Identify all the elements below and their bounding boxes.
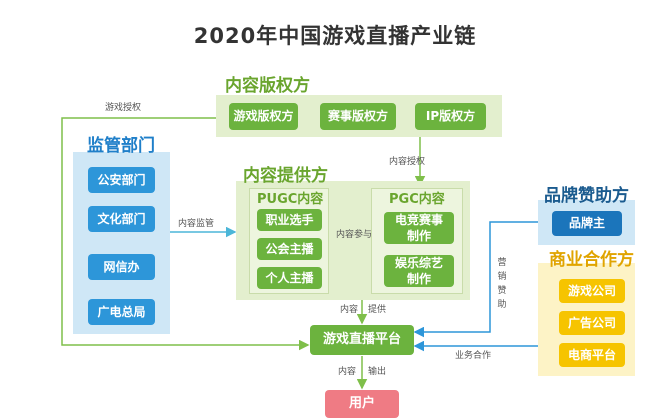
partner-item-ad: 广告公司 [559,311,625,335]
pgc-item-variety: 娱乐综艺 制作 [384,255,454,287]
partner-item-ecommerce: 电商平台 [559,343,625,367]
pugc-item-guild: 公会主播 [257,238,322,260]
providers-heading: 内容提供方 [243,166,328,186]
edge-label-marketing: 营销赞助 [497,258,507,310]
edge-label-provide-a: 内容 [340,305,359,315]
platform-box: 游戏直播平台 [310,325,414,355]
edge-label-business: 业务合作 [455,351,492,361]
edge-label-game-license: 游戏授权 [105,103,142,113]
copyright-item-event: 赛事版权方 [320,103,396,130]
regulator-item-police: 公安部门 [88,167,155,193]
pugc-item-individual: 个人主播 [257,267,322,289]
edge-game-license [61,117,310,351]
pgc-item-esports: 电竞赛事 制作 [384,212,454,244]
sponsors-heading: 品牌赞助方 [544,186,629,206]
pgc-heading: PGC内容 [389,192,445,207]
partners-heading: 商业合作方 [549,250,634,270]
regulators-heading: 监管部门 [87,136,155,156]
edge-label-content-license: 内容授权 [389,157,426,167]
sponsor-item-brand: 品牌主 [552,211,622,236]
edge-label-supervision: 内容监管 [178,219,215,229]
edge-label-output-b: 输出 [368,367,387,377]
copyright-heading: 内容版权方 [225,76,310,96]
edge-label-provide-b: 提供 [368,305,387,315]
edge-label-participation: 内容参与 [336,230,373,240]
regulator-item-cac: 网信办 [88,254,155,280]
pugc-item-pro: 职业选手 [257,209,322,231]
users-box: 用户 [325,390,399,418]
regulator-item-nrta: 广电总局 [88,299,155,325]
edge-label-output-a: 内容 [338,367,357,377]
edge-marketing [413,221,538,338]
regulator-item-culture: 文化部门 [88,206,155,232]
copyright-item-ip: IP版权方 [415,103,486,130]
page-title: 2020年中国游戏直播产业链 [193,24,477,48]
copyright-item-game: 游戏版权方 [229,103,298,130]
pugc-heading: PUGC内容 [257,192,324,207]
partner-item-game: 游戏公司 [559,279,625,303]
